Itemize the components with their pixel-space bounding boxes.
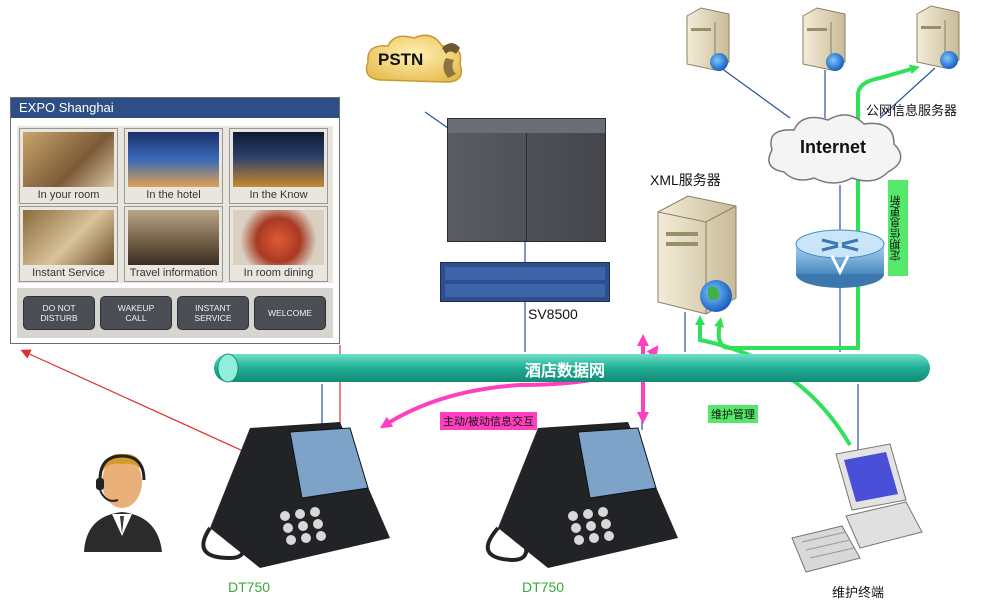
- router-icon: [795, 229, 885, 288]
- city-photo: [233, 132, 324, 187]
- dining-photo: [233, 210, 324, 265]
- maintenance-tag: 维护管理: [708, 405, 758, 423]
- expo-title: EXPO Shanghai: [11, 98, 339, 118]
- periodic-update-tag: 定期信息更新: [888, 180, 908, 276]
- instant-service-button[interactable]: INSTANT SERVICE: [177, 296, 249, 330]
- tile-label: In room dining: [243, 267, 314, 279]
- tile-label: Instant Service: [32, 267, 105, 279]
- tile-in-the-know[interactable]: In the Know: [229, 128, 328, 204]
- room-photo: [23, 132, 114, 187]
- guest-avatar-icon: [84, 453, 162, 552]
- phone-label: DT750: [228, 579, 271, 595]
- terminal-label: 维护终端: [832, 585, 885, 600]
- expo-panel: EXPO Shanghai In your room In the hotel …: [10, 97, 340, 344]
- tile-instant-service[interactable]: Instant Service: [19, 206, 118, 282]
- tile-in-room-dining[interactable]: In room dining: [229, 206, 328, 282]
- pstn-label: PSTN: [378, 50, 424, 69]
- travel-photo: [128, 210, 219, 265]
- tile-label: In the hotel: [146, 189, 201, 201]
- maintenance-terminal-icon: [791, 443, 923, 573]
- internet-label: Internet: [800, 137, 867, 157]
- interaction-tag: 主动/被动信息交互: [440, 412, 538, 430]
- xml-server-label: XML服务器: [650, 172, 721, 188]
- wakeup-call-button[interactable]: WAKEUP CALL: [100, 296, 172, 330]
- tile-label: In the Know: [249, 189, 308, 201]
- service-photo: [23, 210, 114, 265]
- internet-cloud-icon: [768, 114, 902, 184]
- server-icon: [686, 7, 730, 71]
- public-servers-label: 公网信息服务器: [866, 103, 958, 118]
- network-label: 酒店数据网: [525, 363, 606, 380]
- ip-phone-icon: [485, 422, 678, 568]
- pbx-rack-unit: [440, 262, 610, 302]
- tile-travel-information[interactable]: Travel information: [124, 206, 223, 282]
- pbx-label: SV8500: [528, 306, 578, 322]
- ip-phone-icon: [201, 422, 390, 568]
- hotel-photo: [128, 132, 219, 187]
- tile-in-the-hotel[interactable]: In the hotel: [124, 128, 223, 204]
- do-not-disturb-button[interactable]: DO NOT DISTURB: [23, 296, 95, 330]
- server-icon: [802, 7, 846, 71]
- tile-label: In your room: [37, 189, 100, 201]
- server-icon: [916, 5, 960, 69]
- tile-in-your-room[interactable]: In your room: [19, 128, 118, 204]
- hotel-network-bar: [214, 353, 930, 383]
- phone-label: DT750: [522, 579, 565, 595]
- tile-label: Travel information: [129, 267, 218, 279]
- xml-server-icon: [657, 195, 737, 315]
- welcome-button[interactable]: WELCOME: [254, 296, 326, 330]
- pbx-chassis: [447, 118, 606, 242]
- pstn-cloud-icon: [365, 34, 463, 83]
